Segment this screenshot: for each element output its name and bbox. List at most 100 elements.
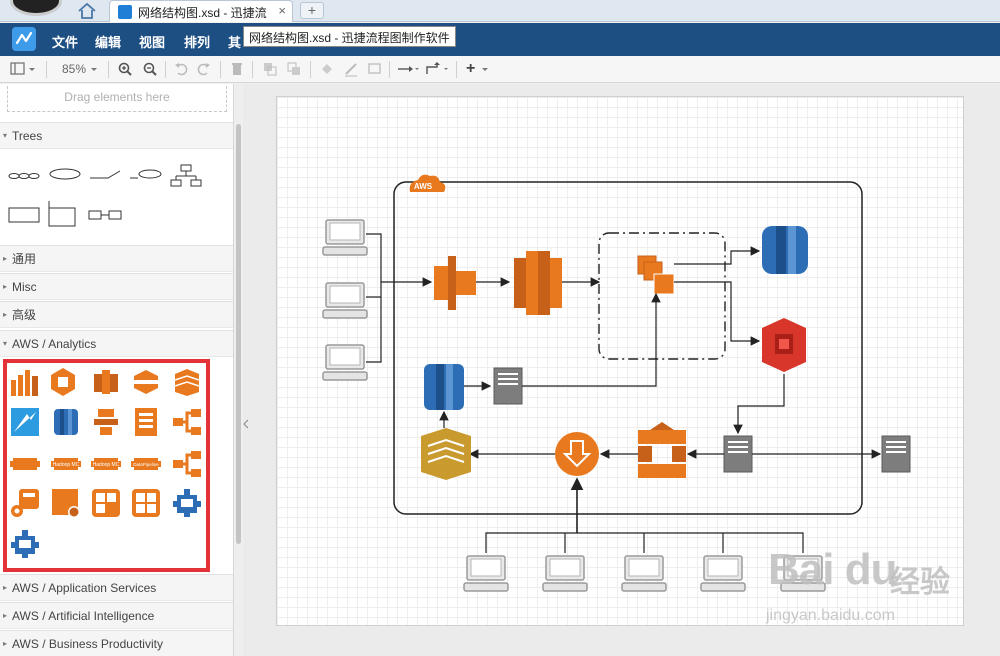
new-tab-button[interactable]: + (300, 2, 324, 19)
zoom-in-icon[interactable] (117, 61, 133, 77)
tree-shape-3[interactable] (88, 168, 122, 182)
analytics-server[interactable] (493, 367, 523, 405)
network-diagram[interactable]: AWS (276, 96, 964, 626)
section-aws-application-services[interactable]: ▸ AWS / Application Services (0, 574, 233, 601)
app-logo-icon (12, 27, 36, 51)
aws-hadoop-mc-icon[interactable]: Hadoop MC (90, 448, 122, 480)
aws-emr-cluster-icon[interactable] (130, 487, 162, 519)
sidebar-collapse-handle[interactable] (243, 418, 249, 430)
tree-shape-7[interactable] (46, 200, 80, 228)
aws-hdfs-gear-icon-2[interactable] (9, 528, 41, 560)
aws-s3-icon[interactable] (762, 318, 806, 372)
external-server[interactable] (881, 435, 911, 473)
tree-shape-5[interactable] (170, 164, 202, 188)
dashed-autoscaling-group[interactable] (598, 232, 726, 360)
aws-datapipeline-icon[interactable]: DataPipeline (130, 448, 162, 480)
line-color-icon[interactable] (343, 61, 359, 77)
aws-download-icon[interactable] (555, 432, 599, 476)
client-laptop-4[interactable] (463, 555, 509, 592)
section-aws-business-productivity[interactable]: ▸ AWS / Business Productivity (0, 630, 233, 656)
watermark-logo: Bai du (768, 545, 897, 594)
aws-glue-catalog-icon[interactable] (130, 406, 162, 438)
aws-data-pipeline-icon[interactable] (90, 406, 122, 438)
section-trees[interactable]: ▾ Trees (0, 122, 233, 149)
redo-icon[interactable] (197, 61, 211, 77)
panel-toggle-icon[interactable] (10, 61, 38, 77)
aws-cloud-icon: AWS (409, 174, 446, 192)
aws-cluster-icon[interactable] (9, 487, 41, 519)
section-general[interactable]: ▸ 通用 (0, 245, 233, 272)
app-favicon-icon (118, 5, 132, 19)
to-back-icon[interactable] (286, 61, 302, 77)
zoom-dropdown-icon[interactable] (89, 61, 99, 77)
aws-ec2-instances-icon[interactable] (637, 255, 675, 295)
browser-tab-active[interactable]: 网络结构图.xsd - 迅捷流 × (109, 0, 293, 22)
collapsed-arrow-icon: ▸ (3, 583, 8, 592)
menu-edit[interactable]: 编辑 (95, 35, 122, 50)
client-laptop-6[interactable] (621, 555, 667, 592)
aws-kinesis-streams-icon[interactable] (171, 406, 203, 438)
aws-athena-icon[interactable] (9, 366, 41, 398)
aws-group-boundary[interactable] (393, 181, 863, 515)
tree-shape-6[interactable] (8, 206, 40, 224)
aws-elb-icon[interactable] (514, 251, 562, 315)
connection-style-icon[interactable] (397, 61, 421, 77)
aws-hadoop-mc-icon[interactable]: Hadoop MC (50, 448, 82, 480)
undo-icon[interactable] (174, 61, 188, 77)
client-laptop-3[interactable] (322, 344, 368, 381)
aws-cloudsearch-icon[interactable] (47, 366, 79, 398)
waypoints-icon[interactable] (425, 61, 451, 77)
insert-button[interactable]: + (466, 60, 476, 77)
tree-shape-4[interactable] (128, 166, 164, 182)
svg-text:Hadoop MC: Hadoop MC (93, 462, 120, 468)
aws-dynamodb-icon[interactable] (762, 226, 808, 274)
client-laptop-1[interactable] (322, 219, 368, 256)
section-aws-analytics[interactable]: ▾ AWS / Analytics (0, 330, 233, 357)
toolbar: 85% + (0, 56, 1000, 83)
aws-sqs-icon[interactable] (638, 422, 686, 478)
section-aws-artificial-intelligence[interactable]: ▸ AWS / Artificial Intelligence (0, 602, 233, 629)
aws-quicksight-icon[interactable] (9, 406, 41, 438)
zoom-level[interactable]: 85% (62, 62, 87, 76)
aws-elasticsearch-icon[interactable] (130, 366, 162, 398)
user-avatar[interactable] (10, 0, 62, 16)
aws-glue-icon[interactable] (421, 428, 471, 480)
aws-hdfs-gear-icon[interactable] (171, 487, 203, 519)
to-front-icon[interactable] (262, 61, 278, 77)
scrollbar-thumb[interactable] (236, 124, 241, 544)
client-laptop-5[interactable] (542, 555, 588, 592)
menu-other[interactable]: 其 (228, 35, 242, 50)
app-server-middle[interactable] (723, 435, 753, 473)
aws-redshift-icon[interactable] (50, 406, 82, 438)
browser-tab-strip: 网络结构图.xsd - 迅捷流 × + (0, 0, 1000, 22)
aws-kinesis-icon[interactable] (171, 366, 203, 398)
menu-view[interactable]: 视图 (139, 35, 166, 50)
aws-emr-engine-icon[interactable] (9, 448, 41, 480)
tab-close-button[interactable]: × (278, 3, 286, 18)
tree-shape-2[interactable] (48, 166, 82, 182)
aws-cluster-instances-icon[interactable] (90, 487, 122, 519)
aws-kinesis-firehose-icon[interactable] (171, 448, 203, 480)
home-icon[interactable] (76, 1, 98, 21)
svg-text:Hadoop MC: Hadoop MC (53, 462, 80, 468)
shadow-icon[interactable] (367, 61, 383, 77)
delete-icon[interactable] (230, 61, 244, 77)
section-advanced[interactable]: ▸ 高级 (0, 301, 233, 328)
drop-zone[interactable]: Drag elements here (7, 86, 227, 112)
fill-color-icon[interactable] (319, 61, 335, 77)
client-laptop-7[interactable] (700, 555, 746, 592)
aws-redshift-diagram-icon[interactable] (424, 364, 464, 410)
sidebar-scrollbar[interactable] (235, 84, 242, 656)
section-misc[interactable]: ▸ Misc (0, 273, 233, 300)
menu-file[interactable]: 文件 (52, 35, 79, 50)
tree-shape-1[interactable] (8, 168, 40, 184)
menu-arrange[interactable]: 排列 (184, 35, 211, 50)
zoom-out-icon[interactable] (142, 61, 158, 77)
tree-shape-8[interactable] (88, 208, 122, 222)
aws-route53-icon[interactable] (434, 256, 476, 310)
client-laptop-2[interactable] (322, 282, 368, 319)
aws-emr-icon[interactable] (90, 366, 122, 398)
aws-search-documents-icon[interactable] (50, 487, 82, 519)
insert-dropdown-icon[interactable] (480, 61, 490, 77)
diagram-page[interactable] (276, 96, 964, 626)
